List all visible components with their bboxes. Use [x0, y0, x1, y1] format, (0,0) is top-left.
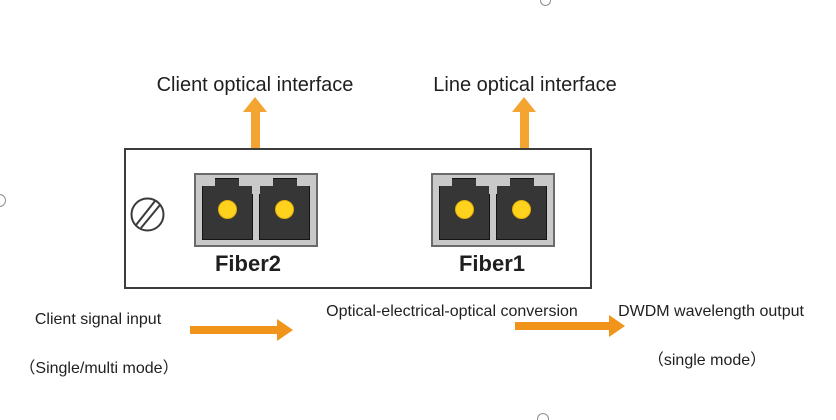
selection-handle-left [0, 194, 6, 207]
right-arrow-icon-output [515, 315, 625, 337]
lc-port-icon [259, 178, 310, 240]
arrow-shaft [190, 326, 278, 334]
fiber1-duplex-lc-connector [431, 173, 555, 247]
fiber2-duplex-lc-connector [194, 173, 318, 247]
dwdm-wavelength-output-label: DWDM wavelength output [618, 303, 804, 320]
lc-port-icon [202, 178, 253, 240]
selection-handle-top [540, 0, 551, 6]
lc-port-icon [496, 178, 547, 240]
oeo-conversion-label: Optical-electrical-optical conversion [326, 303, 578, 320]
arrow-shaft [519, 112, 529, 148]
connector-latch-tab [476, 178, 510, 186]
connector-latch-tab [489, 186, 497, 194]
fiber-core-icon [455, 199, 474, 219]
lc-port-icon [439, 178, 490, 240]
up-arrow-icon-client [243, 97, 267, 148]
fiber-core-icon [275, 199, 294, 219]
arrow-head [609, 315, 625, 337]
arrow-shaft [515, 322, 610, 330]
arrow-head [512, 97, 536, 112]
fiber2-label: Fiber2 [214, 251, 282, 276]
fiber-core-icon [218, 199, 237, 219]
connector-latch-tab [239, 178, 273, 186]
fiber-core-icon [512, 199, 531, 219]
arrow-head [277, 319, 293, 341]
client-signal-input-label: Client signal input [34, 311, 162, 328]
arrow-shaft [250, 112, 260, 148]
selection-handle-bottom [537, 413, 549, 420]
connector-latch-notch [202, 178, 215, 186]
input-mode-label: （Single/multi mode） [19, 360, 179, 377]
client-optical-interface-label: Client optical interface [156, 74, 354, 96]
connector-latch-tab [252, 186, 260, 194]
output-mode-label: （single mode） [647, 352, 767, 369]
line-optical-interface-label: Line optical interface [433, 74, 617, 96]
screw-icon [130, 197, 165, 232]
fiber1-label: Fiber1 [458, 251, 526, 276]
right-arrow-icon-input [190, 319, 293, 341]
connector-latch-notch [534, 178, 547, 186]
up-arrow-icon-line [512, 97, 536, 148]
connector-latch-notch [297, 178, 310, 186]
connector-latch-notch [439, 178, 452, 186]
arrow-head [243, 97, 267, 112]
